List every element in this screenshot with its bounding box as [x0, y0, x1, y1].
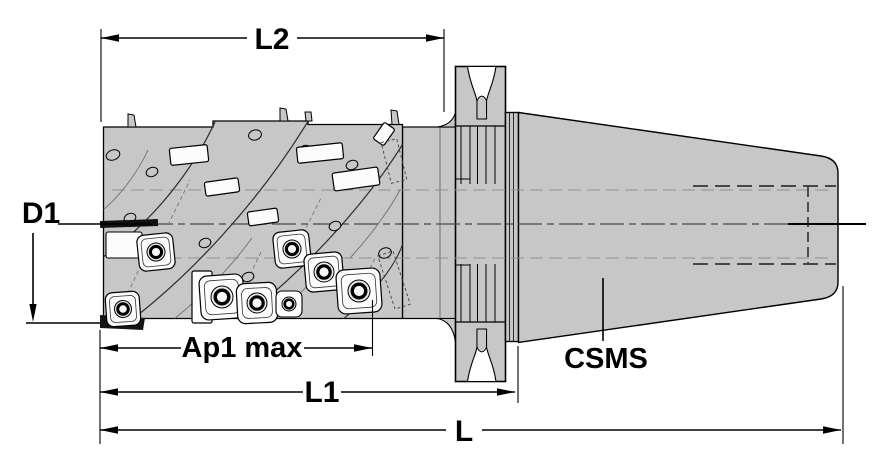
taper-shank	[517, 111, 839, 344]
hidden-pocket	[380, 138, 408, 184]
label-l2: L2	[254, 23, 289, 56]
gauge-ring	[504, 111, 520, 343]
csms-callout: CSMS	[564, 278, 648, 375]
label-d1: D1	[22, 197, 60, 230]
insert-tip	[127, 113, 137, 128]
dimension-l2: L2	[100, 23, 445, 122]
flange-groove-lines	[455, 126, 496, 322]
dimension-ap1-max: Ap1 max	[100, 300, 374, 364]
dimension-d1: D1	[22, 197, 152, 324]
label-csms: CSMS	[564, 343, 648, 375]
insert-tip	[390, 109, 400, 125]
thread-hidden-line	[693, 185, 836, 265]
tool-neck	[401, 112, 457, 342]
insert-tip	[279, 107, 289, 122]
dimension-l: L	[99, 286, 844, 448]
dimension-l1: L1	[100, 346, 519, 409]
face-inserts	[104, 229, 383, 328]
insert-tip	[304, 111, 313, 122]
label-ap1-max: Ap1 max	[182, 332, 303, 364]
label-l: L	[455, 415, 473, 448]
hidden-pocket	[377, 250, 411, 310]
neck-top-fillet	[436, 112, 457, 128]
neck-bottom-fillet	[436, 317, 457, 342]
label-l1: L1	[304, 376, 339, 409]
